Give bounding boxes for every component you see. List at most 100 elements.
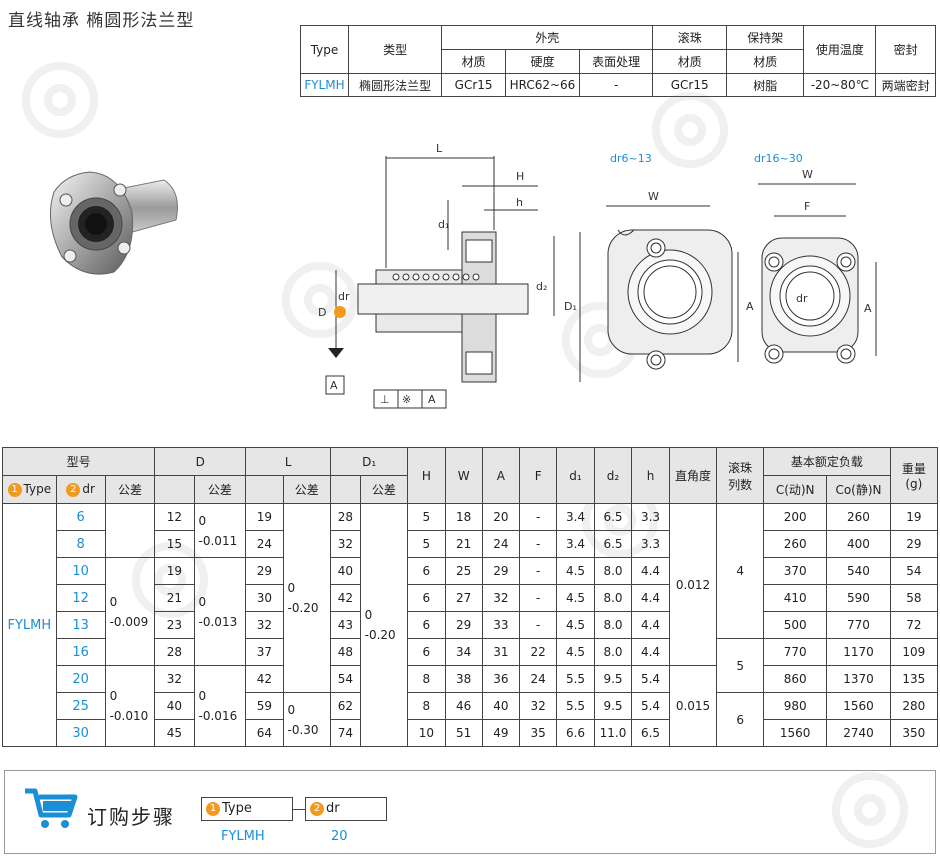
cell-D: 28 xyxy=(154,638,195,666)
cell-W: 18 xyxy=(444,503,483,531)
cell-D1: 32 xyxy=(330,530,361,558)
cell-Co: 400 xyxy=(826,530,891,558)
spec-header-seal: 密封 xyxy=(875,25,936,74)
cell-F: 24 xyxy=(519,665,558,693)
cell-h: 5.4 xyxy=(631,692,670,720)
tol-datum: A xyxy=(428,393,436,406)
cell-dr: 30 xyxy=(55,719,106,747)
cell-h: 4.4 xyxy=(631,584,670,612)
header-D1: D₁ xyxy=(330,447,409,476)
cell-D1: 42 xyxy=(330,584,361,612)
header-A: A xyxy=(481,447,521,504)
cell-weight: 29 xyxy=(889,530,939,558)
tol-perp-symbol: ⊥ xyxy=(380,393,390,406)
page-title: 直线轴承 椭圆形法兰型 xyxy=(8,11,195,31)
cell-C: 770 xyxy=(763,638,828,666)
cell-d2: 6.5 xyxy=(593,530,633,558)
cell-H: 8 xyxy=(407,692,446,720)
front-view-small xyxy=(606,205,739,370)
cell-h: 4.4 xyxy=(631,557,670,585)
cell-W: 25 xyxy=(444,557,483,585)
spec-seal: 两端密封 xyxy=(875,73,936,97)
cell-L: 37 xyxy=(245,638,284,666)
cell-d1: 4.5 xyxy=(556,611,595,639)
cell-weight: 58 xyxy=(889,584,939,612)
datum-a: A xyxy=(330,379,338,392)
cell-d2: 8.0 xyxy=(593,584,633,612)
cell-dr: 6 xyxy=(55,503,106,531)
cell-A: 31 xyxy=(481,638,521,666)
cell-F: - xyxy=(519,557,558,585)
cell-C: 1560 xyxy=(763,719,828,747)
cell-D: 15 xyxy=(154,530,195,558)
spec-header-category: 类型 xyxy=(347,25,443,74)
spec-header-surface: 表面处理 xyxy=(578,49,654,74)
cell-d1: 4.5 xyxy=(556,557,595,585)
cell-F: 22 xyxy=(519,638,558,666)
header-h: h xyxy=(631,447,670,504)
label-dr-large-center: dr xyxy=(796,292,808,305)
spec-shell-material: GCr15 xyxy=(441,73,506,97)
header-F: F xyxy=(519,447,558,504)
cell-A: 29 xyxy=(481,557,521,585)
cell-h: 4.4 xyxy=(631,611,670,639)
cell-L: 59 xyxy=(245,692,284,720)
spec-category: 椭圆形法兰型 xyxy=(347,73,443,97)
label-dr-small: dr6~13 xyxy=(610,152,652,165)
cell-L-tol-b: 0-0.30 xyxy=(282,692,332,747)
header-D: D xyxy=(154,447,247,476)
cell-Co: 590 xyxy=(826,584,891,612)
cell-F: 32 xyxy=(519,692,558,720)
cell-weight: 135 xyxy=(889,665,939,693)
cell-D1: 54 xyxy=(330,665,361,693)
header-D1-tol: 公差 xyxy=(359,475,409,504)
cell-D: 45 xyxy=(154,719,195,747)
cell-dr-tol-a: 0-0.009 xyxy=(104,557,156,666)
cell-d2: 8.0 xyxy=(593,638,633,666)
cell-H: 8 xyxy=(407,665,446,693)
cell-Co: 1170 xyxy=(826,638,891,666)
cell-D: 21 xyxy=(154,584,195,612)
cell-balls-c: 6 xyxy=(716,692,765,747)
cell-L: 24 xyxy=(245,530,284,558)
cell-C: 980 xyxy=(763,692,828,720)
cell-D1: 62 xyxy=(330,692,361,720)
cell-h: 6.5 xyxy=(631,719,670,747)
cell-d2: 8.0 xyxy=(593,611,633,639)
cell-W: 34 xyxy=(444,638,483,666)
label-L: L xyxy=(436,142,443,155)
cell-F: - xyxy=(519,584,558,612)
cell-weight: 109 xyxy=(889,638,939,666)
header-D-tol: 公差 xyxy=(193,475,247,504)
cell-d1: 6.6 xyxy=(556,719,595,747)
cell-h: 3.3 xyxy=(631,503,670,531)
cell-H: 6 xyxy=(407,557,446,585)
label-d2: d₂ xyxy=(536,280,547,293)
cell-D: 32 xyxy=(154,665,195,693)
cell-L-tol-a: 0-0.20 xyxy=(282,503,332,693)
cell-D1: 43 xyxy=(330,611,361,639)
cell-d1: 4.5 xyxy=(556,638,595,666)
cell-d2: 6.5 xyxy=(593,503,633,531)
cell-dr: 8 xyxy=(55,530,106,558)
spec-shell-surface: - xyxy=(578,73,654,97)
header-C: C(动)N xyxy=(763,475,828,504)
header-Co: Co(静)N xyxy=(826,475,891,504)
cell-L: 32 xyxy=(245,611,284,639)
spec-table: Type 类型 外壳 滚珠 保持架 使用温度 密封 材质 硬度 表面处理 材质 … xyxy=(300,25,936,97)
cell-C: 370 xyxy=(763,557,828,585)
cell-h: 4.4 xyxy=(631,638,670,666)
cell-L: 30 xyxy=(245,584,284,612)
label-dr-large: dr16~30 xyxy=(754,152,803,165)
cell-D-tol-a: 0-0.011 xyxy=(193,503,247,558)
label-h: h xyxy=(516,196,523,209)
cell-F: 35 xyxy=(519,719,558,747)
front-view-large xyxy=(758,183,877,364)
cell-Co: 1560 xyxy=(826,692,891,720)
cell-F: - xyxy=(519,503,558,531)
spec-header-material: 材质 xyxy=(441,49,506,74)
order-dash xyxy=(293,809,305,810)
